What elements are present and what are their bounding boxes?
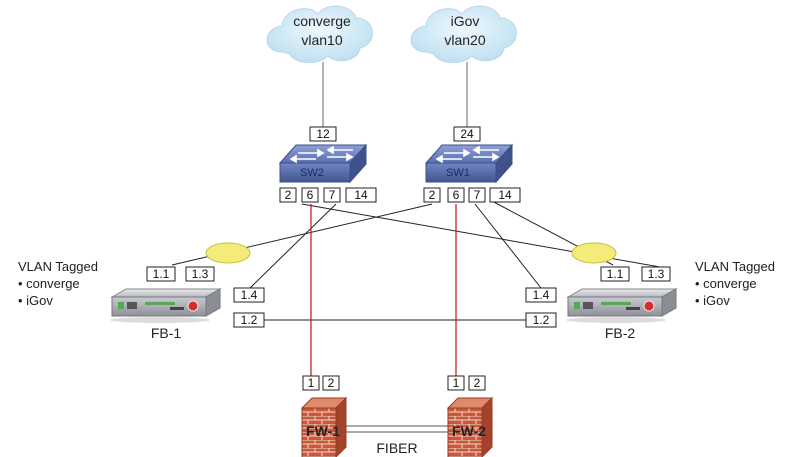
switch-side bbox=[349, 143, 367, 184]
svg-text:7: 7 bbox=[329, 188, 336, 202]
bigip-label: FB-1 bbox=[151, 325, 182, 341]
bigip-side bbox=[205, 288, 221, 317]
note-list: converge iGov bbox=[18, 275, 98, 309]
note-list: converge iGov bbox=[695, 275, 775, 309]
bigip-panel-icon bbox=[574, 302, 640, 310]
switch-arrows-icon bbox=[435, 145, 500, 164]
cloud-vlan: vlan20 bbox=[444, 32, 485, 48]
svg-text:2: 2 bbox=[429, 188, 436, 202]
vlan-note-right: VLAN Tagged converge iGov bbox=[695, 258, 775, 309]
switch-side bbox=[495, 143, 513, 184]
bigip-port-1-1: 1.1 bbox=[600, 266, 630, 282]
svg-text:1.3: 1.3 bbox=[192, 267, 209, 281]
firewall-brick-icon bbox=[300, 396, 348, 457]
fiber-label: FIBER bbox=[376, 440, 417, 456]
svg-text:24: 24 bbox=[460, 127, 474, 141]
vlan-note-left: VLAN Tagged converge iGov bbox=[18, 258, 98, 309]
svg-text:14: 14 bbox=[354, 188, 368, 202]
svg-text:6: 6 bbox=[307, 188, 314, 202]
svg-text:1.1: 1.1 bbox=[607, 267, 624, 281]
svg-text:2: 2 bbox=[285, 188, 292, 202]
bigip-port-1-1: 1.1 bbox=[146, 266, 176, 282]
note-item: converge bbox=[18, 275, 98, 292]
svg-text:2: 2 bbox=[474, 376, 481, 390]
cloud-igov: iGov vlan20 bbox=[410, 5, 517, 63]
firewall-port-2: 2 bbox=[322, 375, 340, 391]
note-title: VLAN Tagged bbox=[18, 259, 98, 274]
lag-oval-fb2 bbox=[571, 242, 617, 264]
svg-text:1: 1 bbox=[308, 376, 315, 390]
firewall-brick-icon bbox=[446, 396, 494, 457]
bigip-shadow bbox=[110, 317, 210, 323]
switch-port-7: 7 bbox=[323, 187, 341, 203]
bigip-panel-icon bbox=[118, 302, 184, 310]
firewall-label: FW-2 bbox=[452, 423, 486, 439]
svg-text:2: 2 bbox=[328, 376, 335, 390]
svg-text:7: 7 bbox=[474, 188, 481, 202]
switch-port-6: 6 bbox=[447, 187, 465, 203]
switch-uplink-port: 12 bbox=[309, 126, 337, 142]
svg-text:1.4: 1.4 bbox=[533, 288, 550, 302]
bigip-side bbox=[661, 288, 677, 317]
f5-logo-icon bbox=[643, 300, 655, 312]
link-sw1-p7-fb2-p14 bbox=[474, 203, 542, 289]
cloud-icon bbox=[410, 5, 517, 63]
bigip-port-1-4: 1.4 bbox=[525, 287, 557, 303]
svg-text:1.1: 1.1 bbox=[153, 267, 170, 281]
lag-oval-fb1 bbox=[205, 242, 251, 264]
switch-port-2: 2 bbox=[279, 187, 297, 203]
bigip-port-1-3: 1.3 bbox=[185, 266, 215, 282]
f5-logo-icon bbox=[187, 300, 199, 312]
switch-port-7: 7 bbox=[468, 187, 486, 203]
cloud-icon bbox=[266, 5, 373, 63]
firewall-port-1: 1 bbox=[302, 375, 320, 391]
note-title: VLAN Tagged bbox=[695, 259, 775, 274]
svg-text:1.2: 1.2 bbox=[241, 313, 258, 327]
switch-port-6: 6 bbox=[301, 187, 319, 203]
note-item: converge bbox=[695, 275, 775, 292]
links bbox=[171, 62, 661, 433]
link-sw2-p7-fb1-p14 bbox=[249, 203, 337, 289]
bigip-top bbox=[110, 288, 222, 298]
svg-text:6: 6 bbox=[453, 188, 460, 202]
bigip-top bbox=[566, 288, 678, 298]
firewall-fw2: 1 2 FW-2 bbox=[446, 375, 494, 457]
cloud-name: iGov bbox=[451, 13, 480, 29]
bigip-port-1-2: 1.2 bbox=[525, 312, 557, 328]
bigip-shadow bbox=[566, 317, 666, 323]
switch-sw1: 24 SW1 2 6 7 14 bbox=[423, 126, 521, 203]
bigip-port-1-3: 1.3 bbox=[641, 266, 671, 282]
switch-arrows-icon bbox=[289, 145, 354, 164]
cloud-converge: converge vlan10 bbox=[266, 5, 373, 63]
switch-port-14: 14 bbox=[345, 187, 377, 203]
bigip-fb1: 1.1 1.3 1.4 1.2 FB-1 bbox=[110, 266, 265, 341]
svg-text:14: 14 bbox=[498, 188, 512, 202]
switch-label: SW2 bbox=[300, 167, 324, 179]
cloud-name: converge bbox=[293, 13, 351, 29]
svg-text:1.2: 1.2 bbox=[533, 313, 550, 327]
firewall-port-1: 1 bbox=[447, 375, 465, 391]
note-item: iGov bbox=[18, 292, 98, 309]
firewall-port-2: 2 bbox=[468, 375, 486, 391]
switch-port-14: 14 bbox=[489, 187, 521, 203]
switch-uplink-port: 24 bbox=[453, 126, 481, 142]
firewall-label: FW-1 bbox=[306, 423, 340, 439]
switch-label: SW1 bbox=[446, 167, 470, 179]
switch-sw2: 12 SW2 2 6 7 14 bbox=[278, 126, 377, 203]
firewall-fw1: 1 2 FW-1 bbox=[300, 375, 348, 457]
cloud-vlan: vlan10 bbox=[301, 32, 342, 48]
bigip-port-1-2: 1.2 bbox=[233, 312, 265, 328]
bigip-port-1-4: 1.4 bbox=[233, 287, 265, 303]
bigip-label: FB-2 bbox=[605, 325, 636, 341]
svg-text:12: 12 bbox=[316, 127, 330, 141]
svg-text:1.3: 1.3 bbox=[648, 267, 665, 281]
note-item: iGov bbox=[695, 292, 775, 309]
bigip-fb2: 1.1 1.3 1.4 1.2 FB-2 bbox=[525, 266, 678, 341]
svg-text:1: 1 bbox=[453, 376, 460, 390]
svg-text:1.4: 1.4 bbox=[241, 288, 258, 302]
switch-port-2: 2 bbox=[423, 187, 441, 203]
